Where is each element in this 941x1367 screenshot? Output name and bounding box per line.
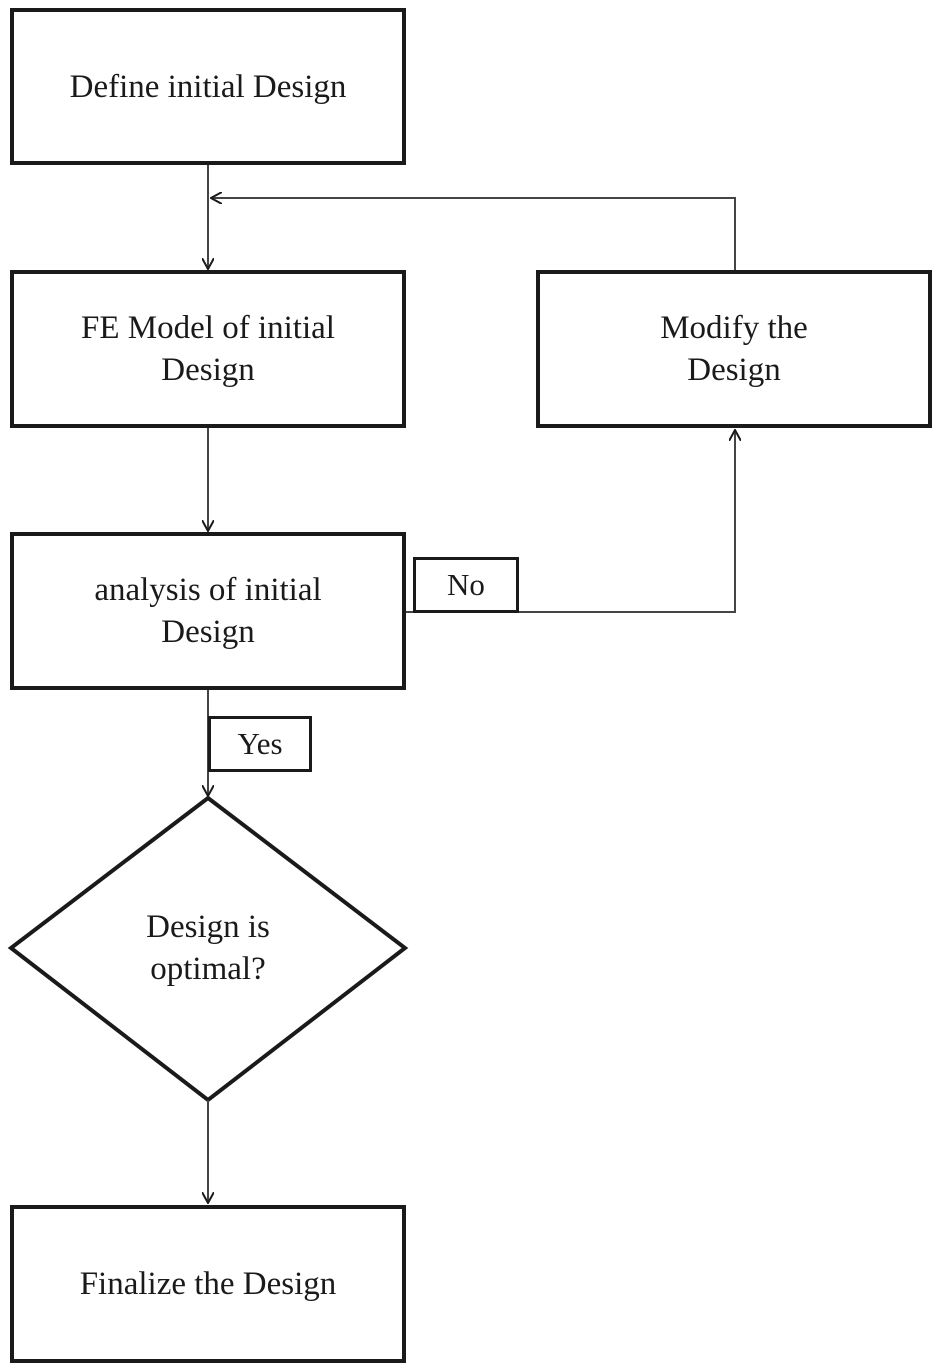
node-modify-label: Modify the Design xyxy=(660,310,808,388)
node-fe-model: FE Model of initial Design xyxy=(10,270,406,428)
node-finalize-label: Finalize the Design xyxy=(79,1266,337,1302)
connector-modify-loopback xyxy=(212,198,736,270)
node-define-initial-design: Define initial Design xyxy=(10,8,406,165)
node-decision-label: Design is optimal? xyxy=(146,909,270,987)
node-fe-model-label: FE Model of initial Design xyxy=(81,310,335,388)
node-define-label: Define initial Design xyxy=(69,68,347,105)
edge-label-yes-text: Yes xyxy=(237,726,283,761)
node-modify-design: Modify the Design xyxy=(536,270,932,428)
node-analysis: analysis of initial Design xyxy=(10,532,406,690)
edge-label-no-text: No xyxy=(447,567,485,602)
edge-label-no: No xyxy=(413,557,519,613)
node-finalize-design: Finalize the Design xyxy=(10,1205,406,1363)
connector-no-to-modify xyxy=(518,431,735,613)
edge-label-yes: Yes xyxy=(208,716,312,772)
node-decision: Design is optimal? xyxy=(58,880,358,1016)
node-analysis-label: analysis of initial Design xyxy=(94,572,322,650)
